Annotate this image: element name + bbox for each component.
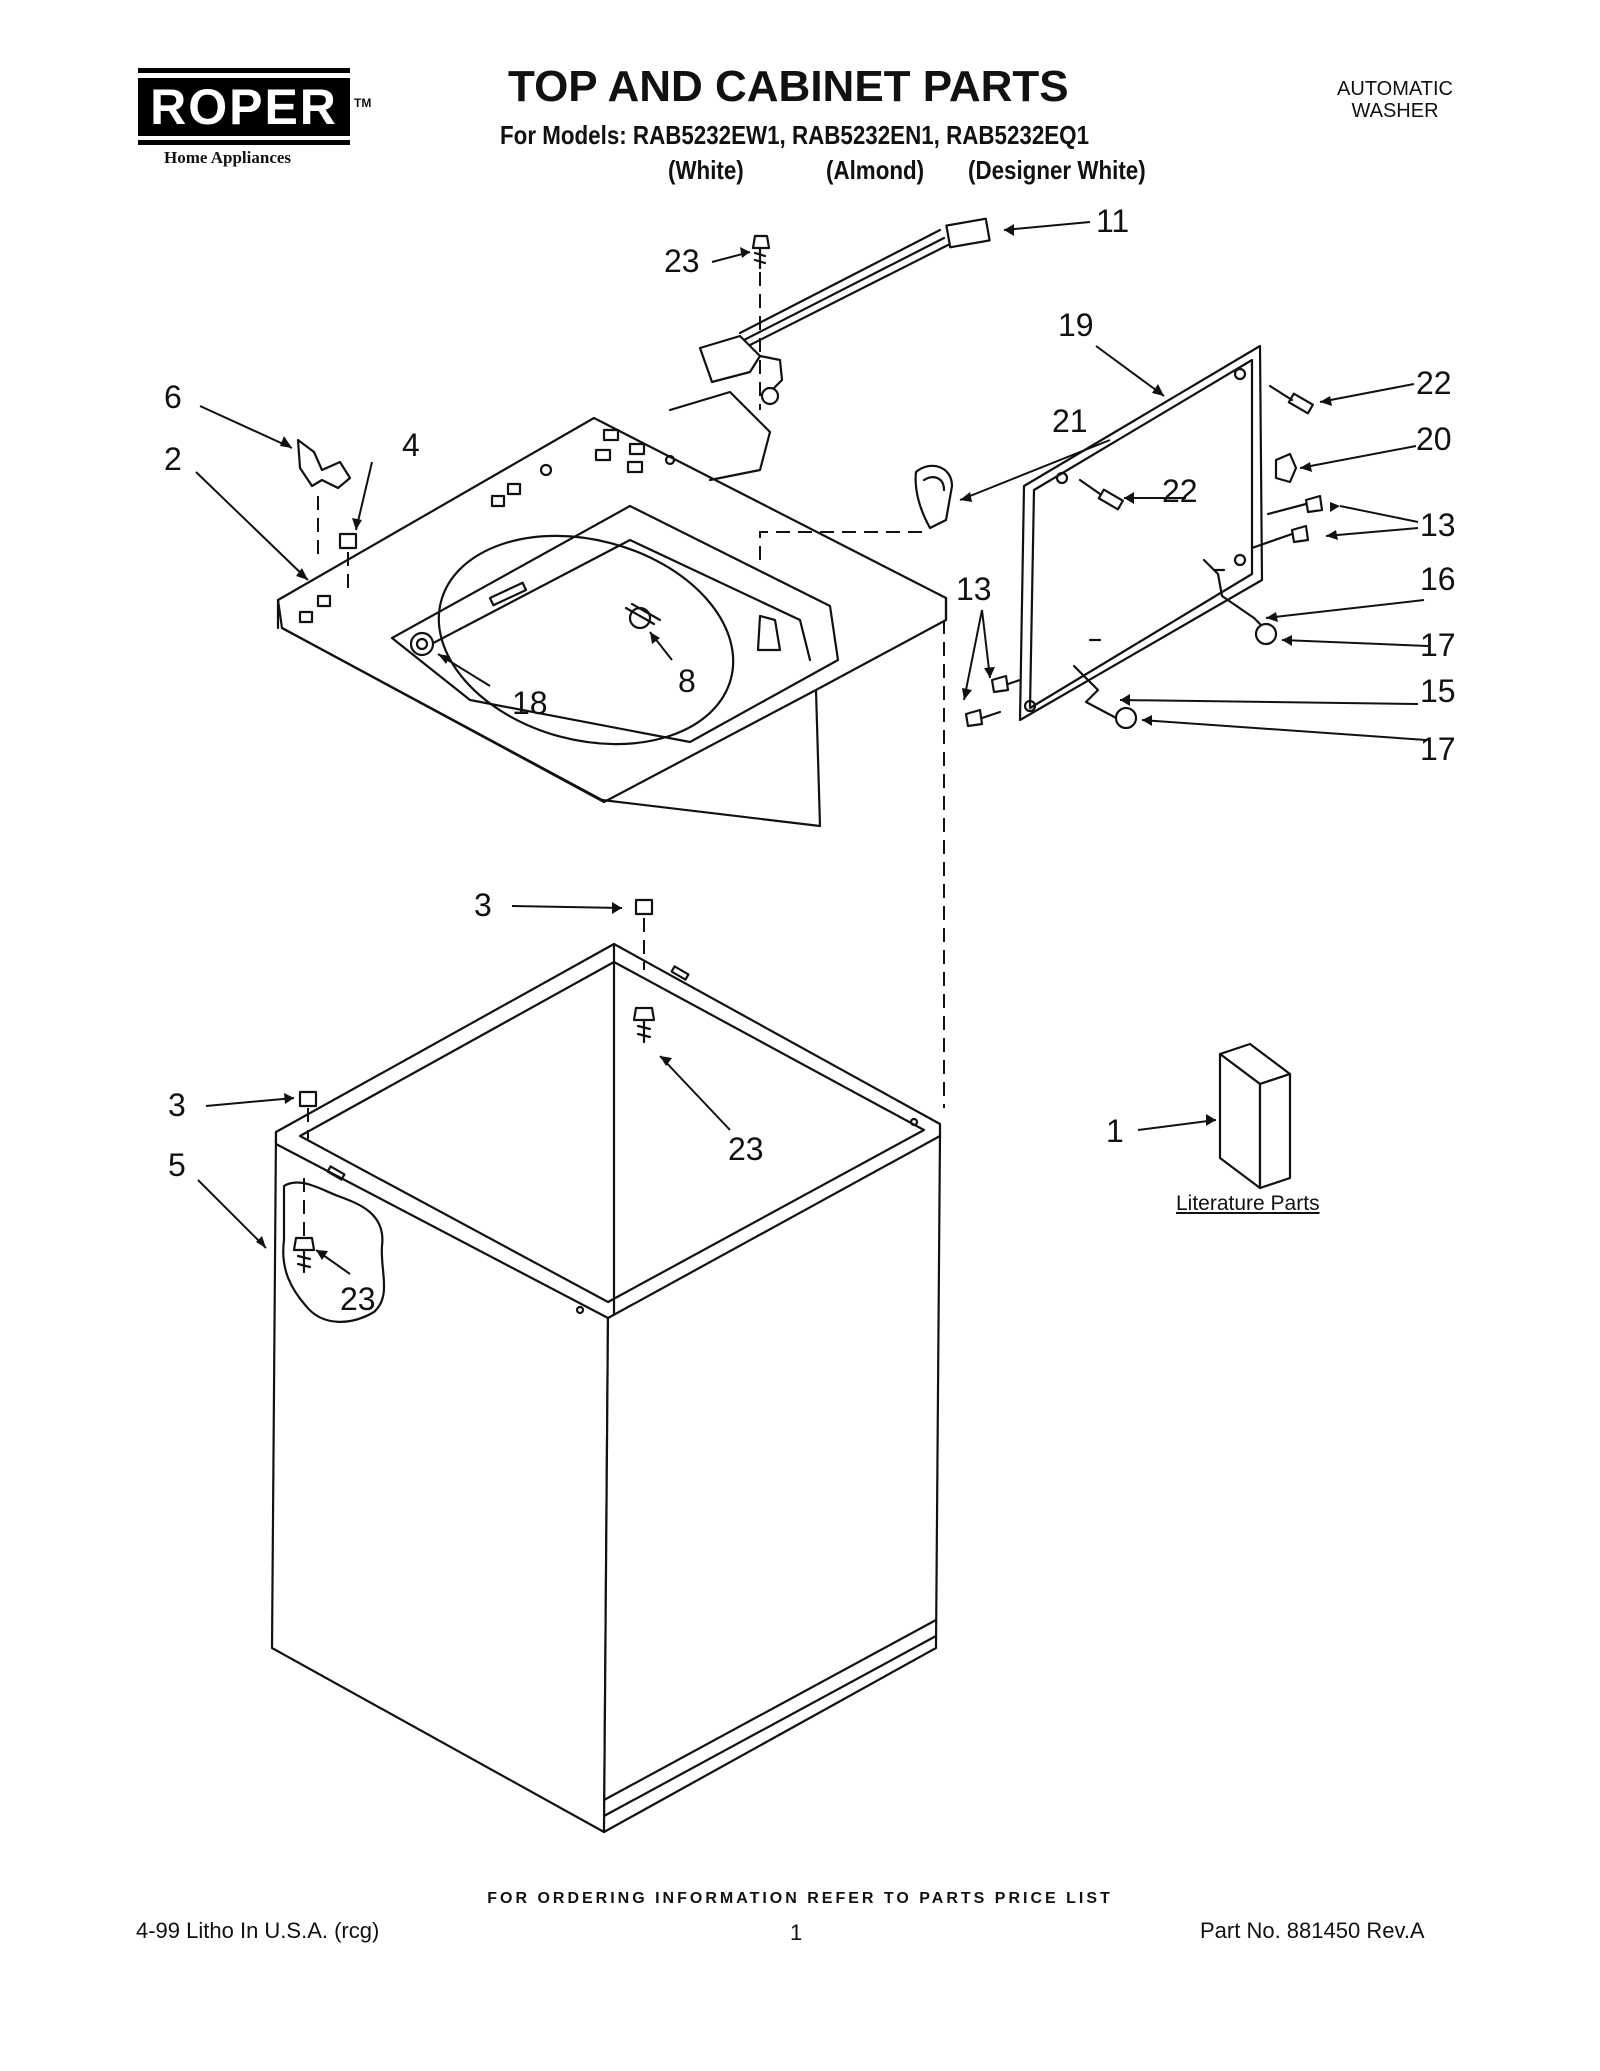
callout-21: 21 <box>1052 403 1088 439</box>
clip-3-top <box>634 898 654 970</box>
lid-screws-13 <box>964 494 1324 728</box>
bumper-18 <box>409 631 435 657</box>
clip-4 <box>338 532 358 590</box>
logo-wordmark: ROPER <box>138 78 350 136</box>
variant-designer-white: (Designer White) <box>968 155 1146 185</box>
roper-logo: ROPER TM Home Appliances <box>138 68 372 173</box>
bumpers-17 <box>1114 622 1278 730</box>
callout-4: 4 <box>402 427 420 463</box>
machine-type-line2: WASHER <box>1351 100 1439 122</box>
callout-11: 11 <box>1096 203 1129 239</box>
callout-15: 15 <box>1420 673 1456 709</box>
callout-2: 2 <box>164 441 182 477</box>
callout-13-left: 13 <box>956 571 992 607</box>
clip-3-left <box>298 1090 318 1140</box>
lid-handle-21 <box>914 464 954 530</box>
wire-harness-assembly <box>698 217 991 406</box>
top-panel <box>276 390 948 828</box>
callout-19: 19 <box>1058 307 1094 343</box>
hinge-pin-8 <box>624 602 662 630</box>
callout-8: 8 <box>678 663 696 699</box>
variant-white: (White) <box>668 155 744 185</box>
callout-labels: 23 11 19 6 4 2 21 22 20 22 13 16 13 17 1… <box>164 203 1456 1317</box>
screw-23-middle <box>632 1006 656 1044</box>
screw-23-top <box>751 234 771 410</box>
literature-parts-label: Literature Parts <box>1176 1192 1320 1215</box>
callout-3-top: 3 <box>474 887 492 923</box>
callout-17-bottom: 17 <box>1420 731 1456 767</box>
arrowheads <box>256 224 1340 1260</box>
trademark-mark: TM <box>354 96 372 110</box>
logo-tagline: Home Appliances <box>164 148 292 167</box>
callout-3-left: 3 <box>168 1087 186 1123</box>
callout-16: 16 <box>1420 561 1456 597</box>
callout-23-cabinet: 23 <box>340 1281 376 1317</box>
litho-info: 4-99 Litho In U.S.A. (rcg) <box>136 1918 380 1943</box>
leader-lines <box>195 221 1429 1275</box>
variant-almond: (Almond) <box>826 155 925 185</box>
literature-packet <box>1218 1042 1292 1190</box>
callout-13-right: 13 <box>1420 507 1456 543</box>
callout-6: 6 <box>164 379 182 415</box>
callout-1: 1 <box>1106 1113 1124 1149</box>
callout-20: 20 <box>1416 421 1452 457</box>
page-title: TOP AND CABINET PARTS <box>508 62 1069 111</box>
machine-type-line1: AUTOMATIC <box>1337 78 1453 100</box>
callout-18: 18 <box>512 685 548 721</box>
ordering-note: FOR ORDERING INFORMATION REFER TO PARTS … <box>487 1890 1113 1907</box>
callout-23-top: 23 <box>664 243 700 279</box>
model-numbers: For Models: RAB5232EW1, RAB5232EN1, RAB5… <box>500 120 1090 150</box>
callout-22-middle: 22 <box>1162 473 1198 509</box>
clip-6 <box>296 438 352 556</box>
callout-23-middle: 23 <box>728 1131 764 1167</box>
page-number: 1 <box>790 1920 803 1945</box>
callout-5: 5 <box>168 1147 186 1183</box>
lid-catch-20 <box>1274 452 1298 484</box>
logo-rule-top <box>138 68 350 73</box>
callout-22-top: 22 <box>1416 365 1452 401</box>
logo-rule-bottom <box>138 140 350 145</box>
machine-type: AUTOMATIC WASHER <box>1310 78 1480 122</box>
part-number: Part No. 881450 Rev.A <box>1200 1918 1425 1943</box>
cabinet <box>270 942 942 1834</box>
lid-frame <box>1018 344 1264 722</box>
lid-bumper-22 <box>1078 384 1314 511</box>
callout-17-top: 17 <box>1420 627 1456 663</box>
